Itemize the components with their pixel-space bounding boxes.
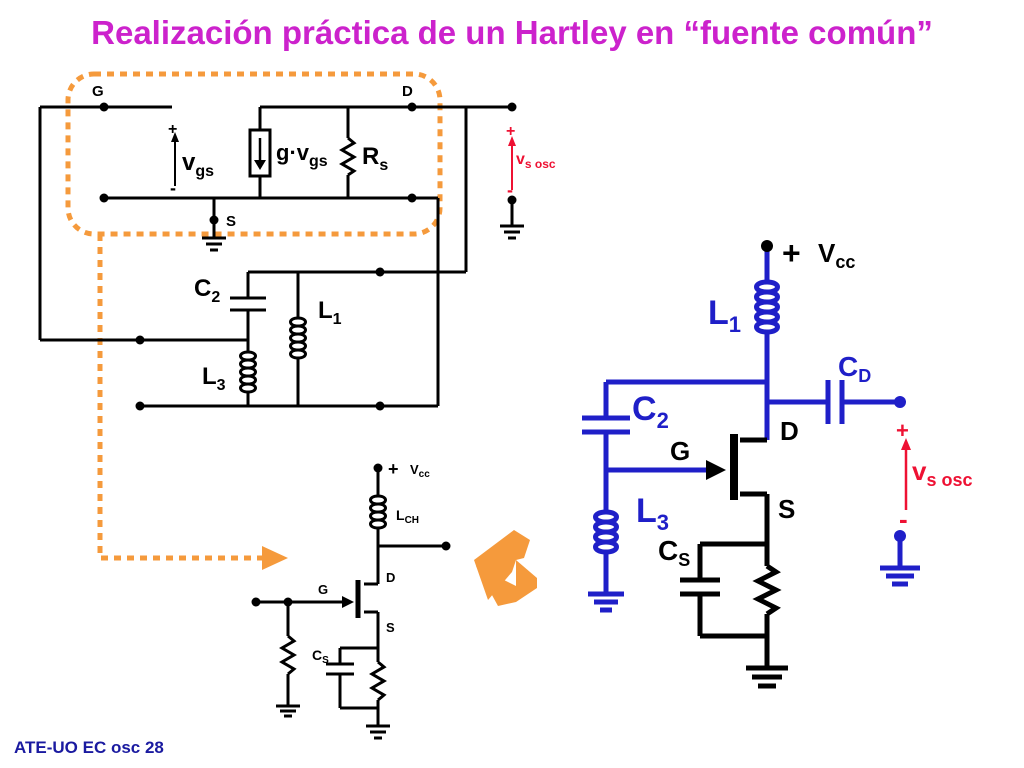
big-arrow-icon-2	[474, 530, 530, 600]
svg-text:CD: CD	[838, 351, 871, 386]
bottom-jfet-circuit	[256, 468, 446, 740]
rs-sub: s	[379, 157, 388, 174]
bottom-g-label: G	[318, 582, 328, 597]
big-hartley-circuit	[582, 248, 920, 613]
vgs-sub: gs	[195, 163, 214, 180]
svg-text:C2: C2	[194, 275, 220, 306]
big-vout-sub: s osc	[926, 470, 972, 490]
lch-label: L	[396, 507, 405, 523]
svg-text:vgs: vgs	[182, 149, 214, 180]
vout-plus: +	[506, 123, 515, 140]
big-g-label: G	[670, 436, 690, 466]
svg-text:CS: CS	[658, 535, 690, 570]
bottom-vcc-sub: cc	[419, 469, 431, 480]
page-title: Realización práctica de un Hartley en “f…	[91, 14, 933, 51]
lch-sub: CH	[405, 515, 419, 526]
svg-text:L3: L3	[202, 363, 226, 394]
big-vcc-label: V	[818, 238, 836, 268]
big-cd-sub: D	[858, 366, 871, 386]
svg-text:g·vgs: g·vgs	[276, 140, 328, 170]
big-arrow-icon	[476, 560, 537, 606]
big-transistor	[680, 434, 788, 689]
c2-sub: 2	[211, 289, 220, 306]
bottom-s-label: S	[386, 620, 395, 635]
l3-label: L	[202, 363, 217, 390]
big-vout-plus: +	[896, 418, 909, 443]
small-circuit-nodes	[99, 102, 517, 411]
big-cs-label: C	[658, 535, 678, 566]
l1-sub: 1	[333, 311, 342, 328]
svg-text:L1: L1	[318, 297, 342, 328]
node-s-label: S	[226, 213, 236, 230]
svg-text:L3: L3	[636, 492, 669, 535]
l1-label: L	[318, 297, 333, 324]
orange-highlight	[65, 71, 443, 561]
bottom-cs-sub: S	[322, 655, 329, 666]
svg-text:LCH: LCH	[396, 507, 419, 526]
big-l1-label: L	[708, 294, 729, 332]
svg-text:L1: L1	[708, 294, 741, 337]
svg-text:CS: CS	[312, 647, 329, 666]
big-c2-sub: 2	[657, 408, 669, 433]
node-g-label: G	[92, 83, 104, 100]
svg-text:vs osc: vs osc	[516, 151, 556, 171]
small-signal-circuit	[38, 105, 524, 408]
svg-text:Rs: Rs	[362, 143, 388, 174]
vout-label: v	[516, 151, 525, 168]
big-vcc-sub: cc	[835, 252, 855, 272]
vgs-minus: -	[170, 178, 176, 198]
big-vout-minus: -	[899, 504, 908, 534]
svg-text:vs osc: vs osc	[912, 456, 973, 490]
big-l3-sub: 3	[657, 510, 669, 535]
bottom-cs-label: C	[312, 647, 322, 663]
node-d-label: D	[402, 83, 413, 100]
footer-label: ATE-UO EC osc 28	[14, 738, 164, 757]
big-cd-label: C	[838, 351, 858, 382]
vout-minus: -	[507, 180, 513, 200]
big-vout-label: v	[912, 456, 927, 486]
l3-sub: 3	[217, 377, 226, 394]
bottom-plus: +	[388, 459, 399, 479]
big-l3-label: L	[636, 492, 657, 530]
gm-sub: gs	[309, 153, 328, 170]
big-d-label: D	[780, 416, 799, 446]
big-c2-label: C	[632, 390, 657, 428]
vgs-plus: +	[168, 121, 177, 138]
rs-label: R	[362, 143, 379, 170]
c2-label: C	[194, 275, 211, 302]
svg-text:Vcc: Vcc	[410, 462, 430, 480]
gm-label: g·v	[276, 140, 310, 165]
big-s-label: S	[778, 494, 795, 524]
svg-text:C2: C2	[632, 390, 669, 433]
big-l1-sub: 1	[729, 312, 741, 337]
big-plus: +	[782, 235, 801, 271]
bottom-d-label: D	[386, 570, 395, 585]
dashed-arrow-head	[262, 546, 288, 570]
vgs-label: v	[182, 149, 196, 176]
bottom-vcc-label: V	[410, 462, 419, 477]
vout-sub: s osc	[525, 157, 556, 171]
svg-text:Vcc: Vcc	[818, 238, 855, 272]
big-cs-sub: S	[678, 550, 690, 570]
